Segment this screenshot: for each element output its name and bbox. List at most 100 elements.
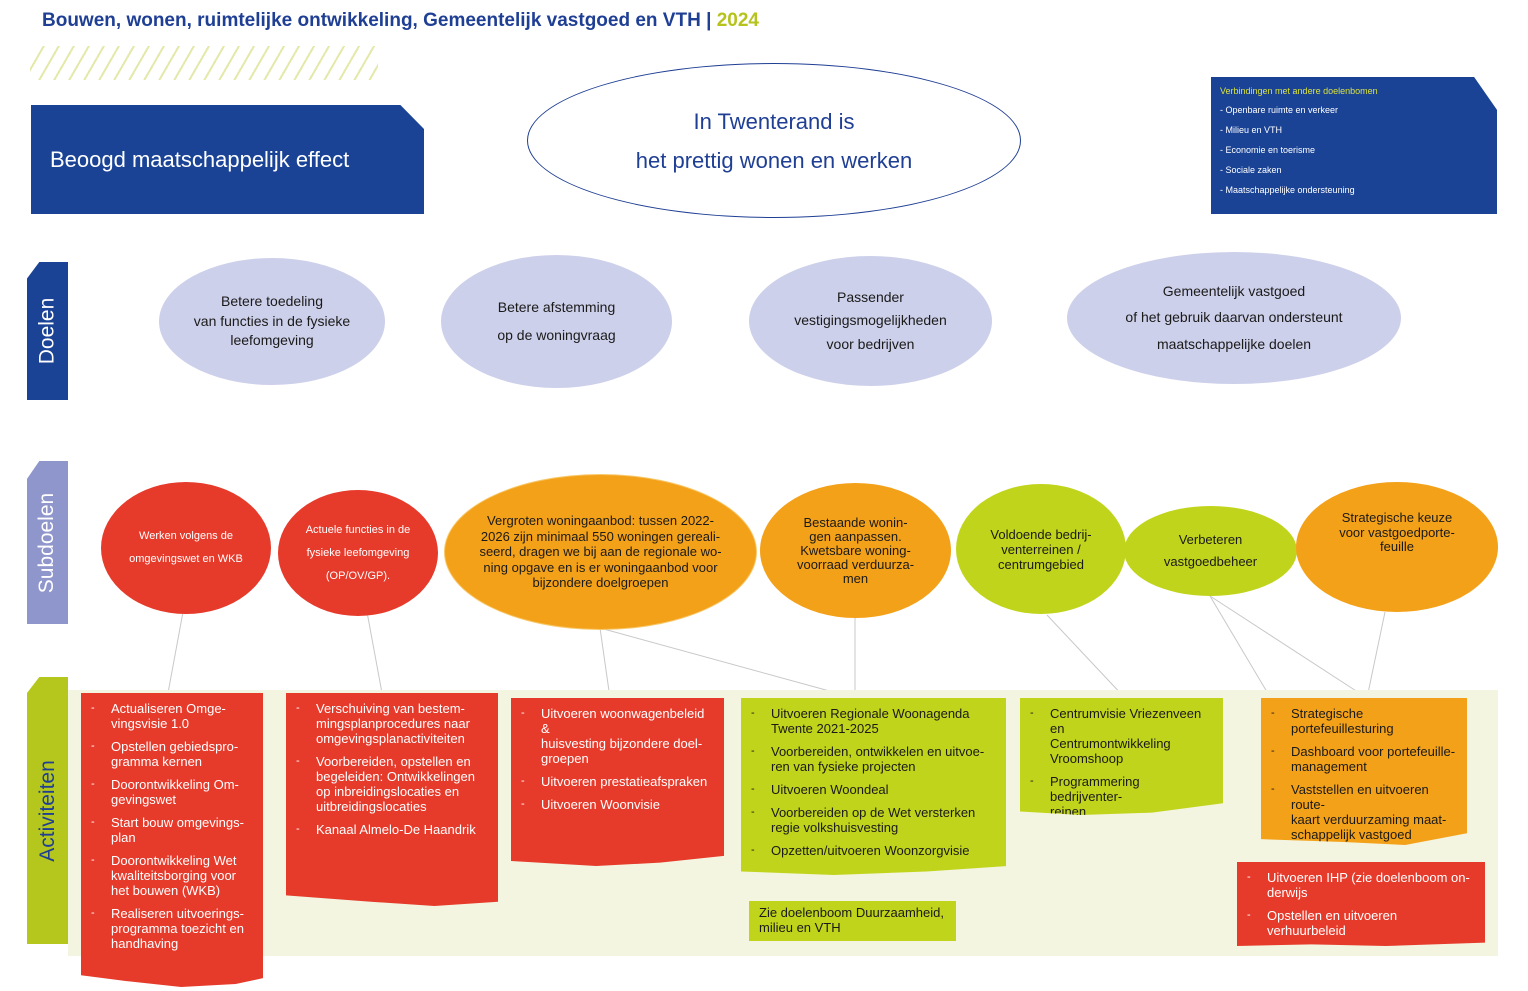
bullet-dash: - [91,702,95,714]
activity-text: Dashboard voor portefeuille- management [1291,744,1456,774]
connections-panel: Verbindingen met andere doelenbomen - Op… [1211,77,1497,214]
subgoal-ellipse: Voldoende bedrij-venterreinen /centrumge… [956,484,1126,614]
bullet-dash: - [1247,909,1251,921]
activity-item: - Voorbereiden, ontwikkelen en uitvoe- re… [751,744,996,774]
bullet-dash: - [521,707,525,719]
bullet-dash: - [296,755,300,767]
activity-text: Opzetten/uitvoeren Woonzorgvisie [771,843,970,858]
bullet-dash: - [91,854,95,866]
bullet-dash: - [1030,707,1034,719]
bullet-dash: - [296,823,300,835]
bullet-dash: - [521,775,525,787]
band-doelen: Doelen [27,262,68,400]
activity-item: - Vaststellen en uitvoeren route- kaart v… [1271,782,1457,842]
activity-text: Uitvoeren Regionale Woonagenda Twente 20… [771,706,970,736]
activity-item: - Dashboard voor portefeuille- management [1271,744,1457,774]
bullet-dash: - [91,778,95,790]
activity-card: - Verschuiving van bestem- mingsplanproce… [286,693,498,906]
activity-item: - Opstellen en uitvoeren verhuurbeleid [1247,908,1475,938]
activity-item: - Programmering bedrijventer- reinen [1030,774,1213,819]
bullet-dash: - [1271,745,1275,757]
bullet-dash: - [1247,871,1251,883]
vision-ellipse: In Twenterand is het prettig wonen en we… [527,63,1021,218]
activity-text: Strategische portefeuillesturing [1291,706,1394,736]
activity-text: Centrumvisie Vriezenveen en Centrumontwi… [1050,706,1202,766]
bullet-dash: - [1030,775,1034,787]
activity-text: Programmering bedrijventer- reinen [1050,774,1140,819]
activity-text: Opstellen en uitvoeren verhuurbeleid [1267,908,1398,938]
bullet-dash: - [521,798,525,810]
activity-item: - Doorontwikkeling Om- gevingswet [91,777,253,807]
activity-item: - Uitvoeren woonwagenbeleid & huisvesting… [521,706,714,766]
activity-text: Start bouw omgevings- plan [111,815,244,845]
activity-item: - Voorbereiden op de Wet versterken regie… [751,805,996,835]
activity-text: Uitvoeren woonwagenbeleid & huisvesting … [541,706,705,766]
activity-item: - Voorbereiden, opstellen en begeleiden: … [296,754,488,814]
activity-item: - Start bouw omgevings- plan [91,815,253,845]
band-subdoelen: Subdoelen [27,461,68,624]
activity-item: -Realiseren uitvoerings- programma toezi… [91,906,253,951]
activity-item: - Actualiseren Omge- vingsvisie 1.0 [91,701,253,731]
activity-card: - Uitvoeren IHP (zie doelenboom on- derwi… [1237,862,1485,946]
band-activiteiten: Activiteiten [27,677,68,944]
bullet-dash: - [1271,783,1275,795]
bullet-dash: - [751,745,755,757]
bullet-dash: - [91,740,95,752]
activity-card: - Actualiseren Omge- vingsvisie 1.0 - Opste… [81,693,263,987]
connection-item: - Milieu en VTH [1220,125,1283,135]
activity-item: - Uitvoeren Regionale Woonagenda Twente 2… [751,706,996,736]
bullet-dash: - [751,844,755,856]
bullet-dash: - [751,806,755,818]
effect-banner: Beoogd maatschappelijk effect [31,105,424,214]
activity-text: Actualiseren Omge- vingsvisie 1.0 [111,701,226,731]
activity-item: - Opstellen gebiedspro- gramma kernen [91,739,253,769]
connection-item: - Maatschappelijke ondersteuning [1220,185,1355,195]
bullet-dash: - [751,783,755,795]
connection-item: - Economie en toerisme [1220,145,1316,155]
page-title: Bouwen, wonen, ruimtelijke ontwikkeling,… [42,10,759,31]
activity-card: - Uitvoeren woonwagenbeleid & huisvesting… [511,698,724,866]
activity-text: Realiseren uitvoerings- programma toezic… [111,906,244,951]
reference-box: Zie doelenboom Duurzaamheid, milieu en V… [749,901,956,941]
bullet-dash: - [1271,707,1275,719]
activity-item: - Opzetten/uitvoeren Woonzorgvisie [751,843,996,858]
activity-text: Voorbereiden, ontwikkelen en uitvoe- ren… [771,744,985,774]
decorative-hatch [30,46,378,80]
activity-text: Kanaal Almelo-De Haandrik [316,822,476,837]
bullet-dash: - [751,707,755,719]
activity-item: - Kanaal Almelo-De Haandrik [296,822,488,837]
connection-item: - Sociale zaken [1220,165,1282,175]
activity-text: Uitvoeren Woonvisie [541,797,660,812]
bullet-dash: - [91,816,95,828]
subgoal-ellipse: Bestaande wonin-gen aanpassen.Kwetsbare … [760,483,951,618]
activity-item: - Uitvoeren prestatieafspraken [521,774,714,789]
activity-card: - Centrumvisie Vriezenveen en Centrumontw… [1020,698,1223,815]
connections-title: Verbindingen met andere doelenbomen [1220,86,1378,96]
activity-text: Doorontwikkeling Wet kwaliteitsborging v… [111,853,237,898]
activity-item: - Uitvoeren IHP (zie doelenboom on- derwi… [1247,870,1475,900]
activity-text: Uitvoeren prestatieafspraken [541,774,708,789]
activity-text: Doorontwikkeling Om- gevingswet [111,777,239,807]
bullet-dash: - [296,702,300,714]
activity-item: - Centrumvisie Vriezenveen en Centrumontw… [1030,706,1213,766]
activity-text: Uitvoeren Woondeal [771,782,889,797]
activity-text: Voorbereiden, opstellen en begeleiden: O… [316,754,475,814]
activity-item: - Doorontwikkeling Wet kwaliteitsborging … [91,853,253,898]
activity-item: - Uitvoeren Woonvisie [521,797,714,812]
subgoal-ellipse: Vergroten woningaanbod: tussen 2022-2026… [444,474,757,630]
activity-text: Verschuiving van bestem- mingsplanproced… [316,701,470,746]
activity-item: - Strategische portefeuillesturing [1271,706,1457,736]
connection-item: - Openbare ruimte en verkeer [1220,105,1339,115]
activity-text: Voorbereiden op de Wet versterken regie … [771,805,976,835]
activity-text: Vaststellen en uitvoeren route- kaart ve… [1291,782,1447,842]
activity-text: Uitvoeren IHP (zie doelenboom on- derwij… [1267,870,1470,900]
activity-text: Opstellen gebiedspro- gramma kernen [111,739,239,769]
